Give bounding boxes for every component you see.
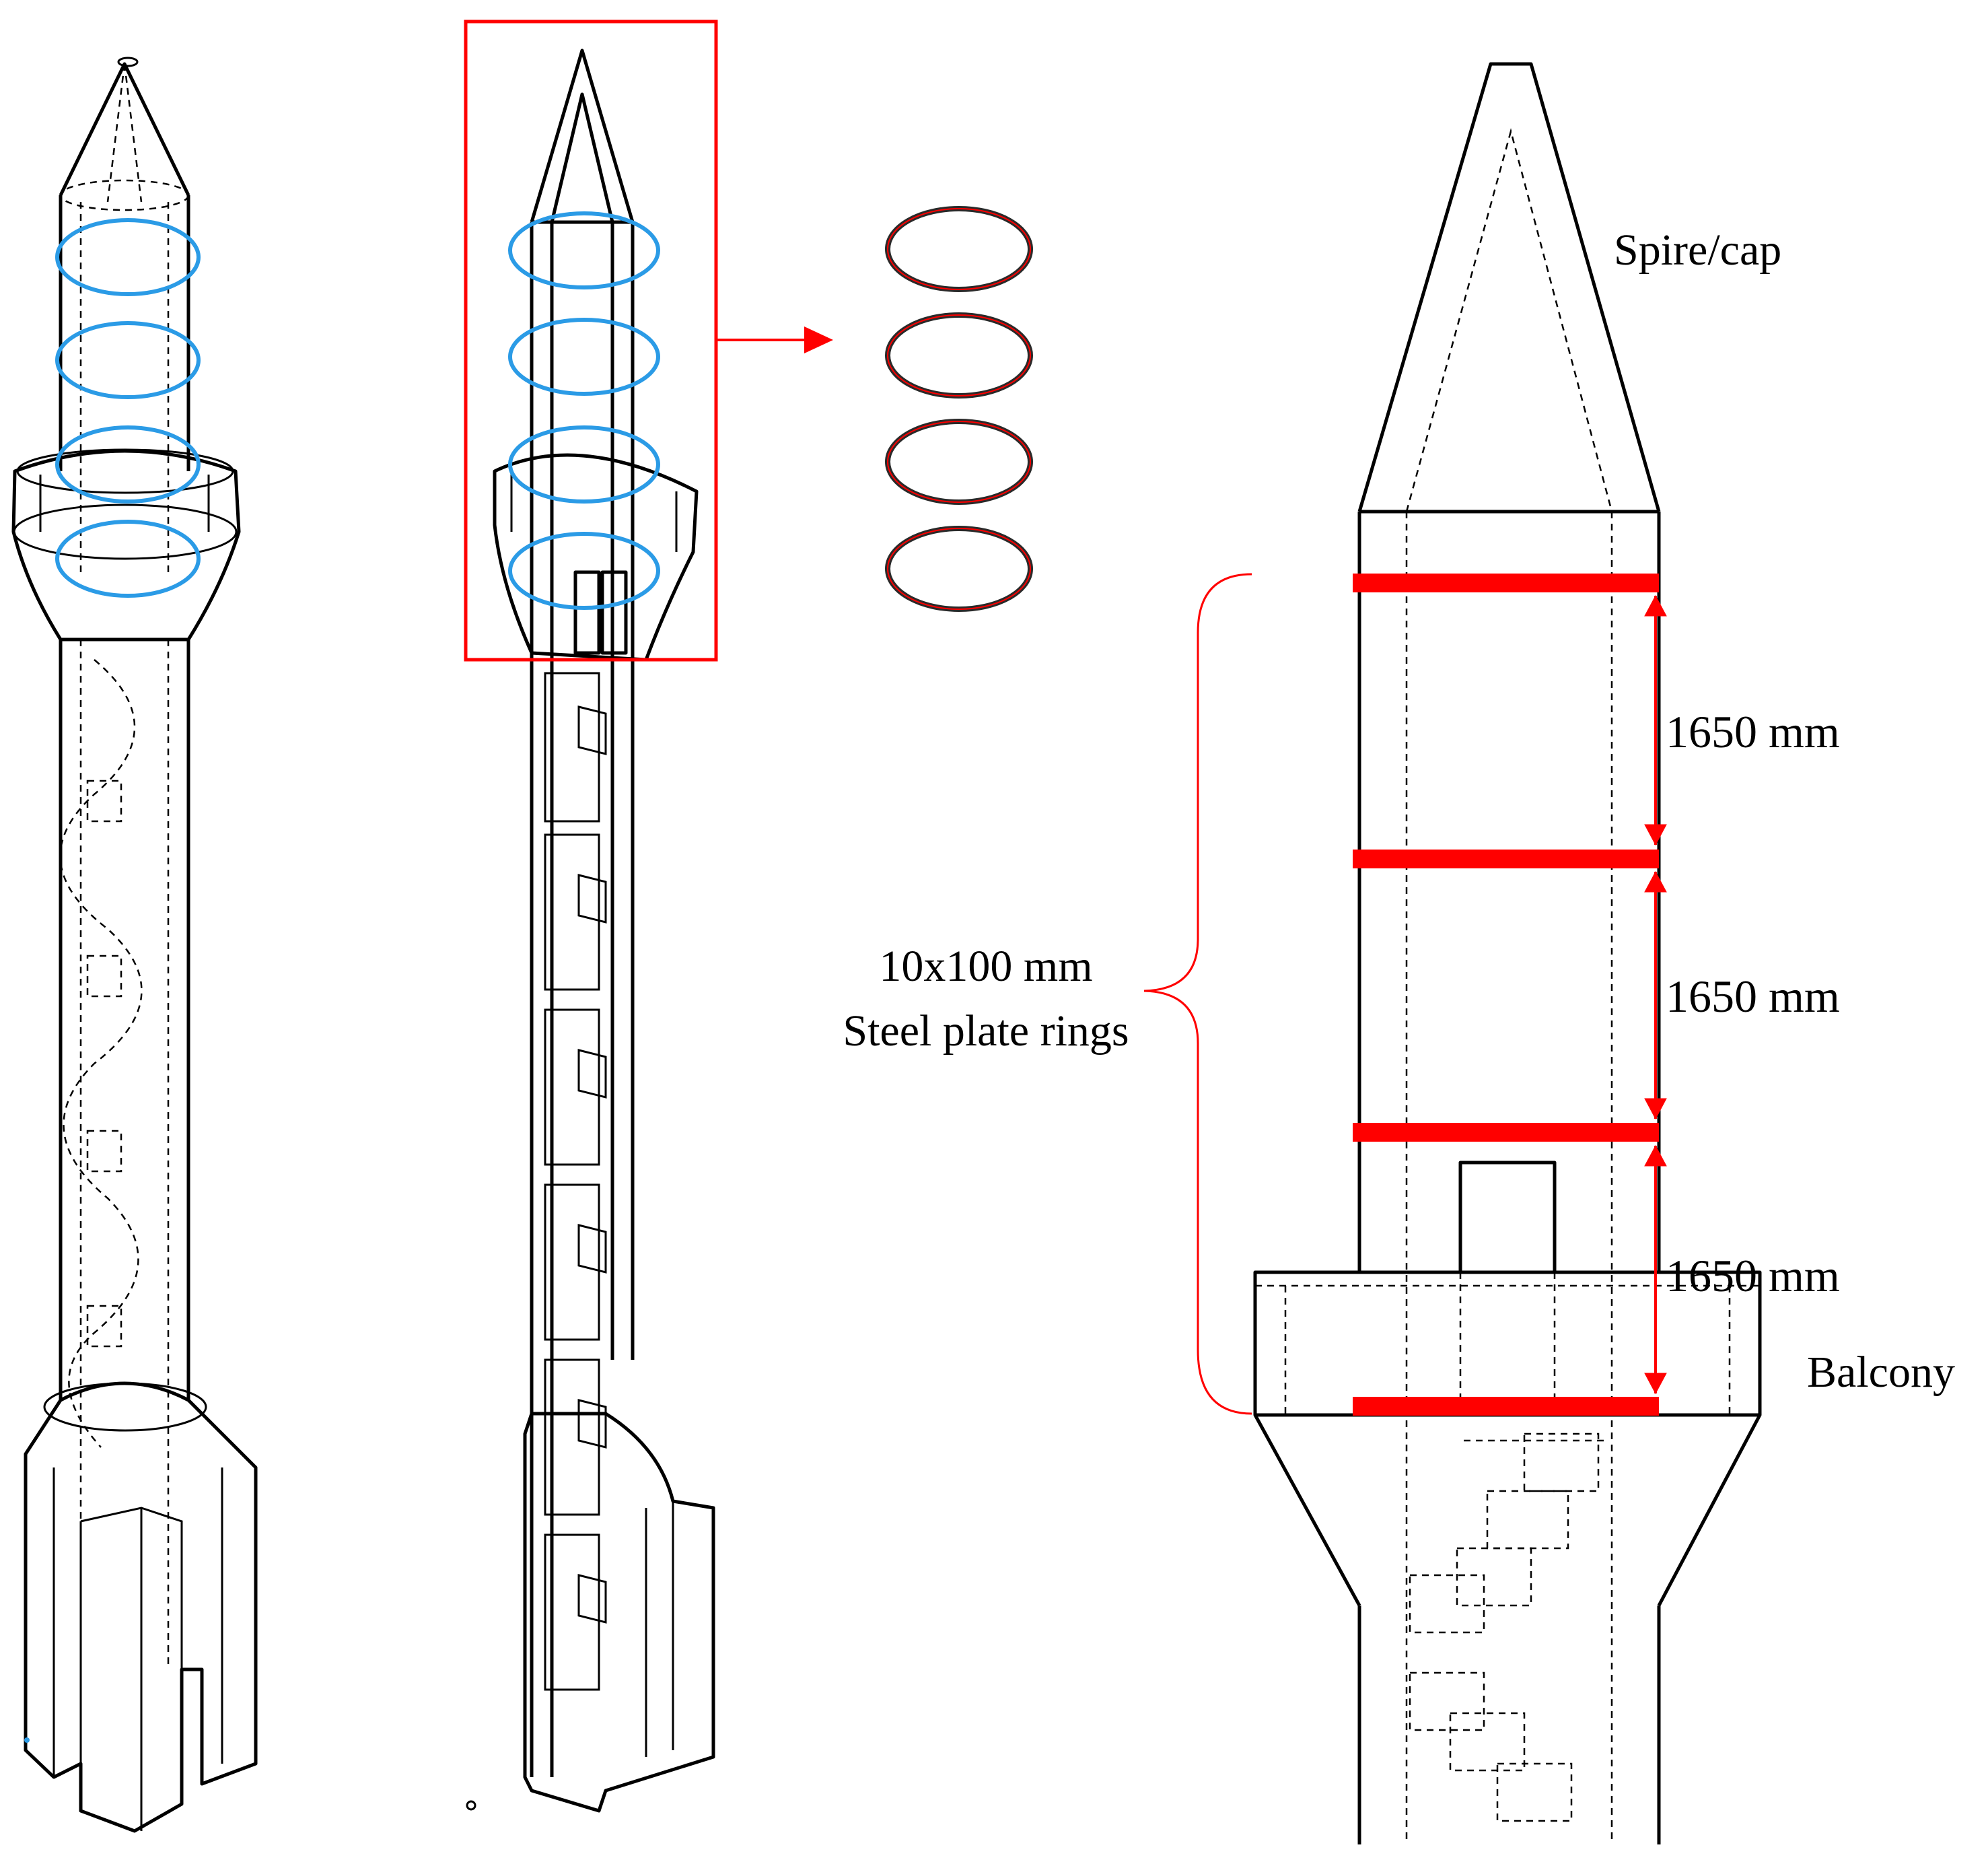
left-ring-1 [55, 218, 201, 296]
left-ring-2 [55, 321, 201, 399]
spire-label: Spire/cap [1614, 226, 1781, 275]
spacing-label-3: 1650 mm [1666, 1250, 1840, 1301]
ring-size-label: 10x100 mm [879, 942, 1092, 991]
door-opening [1458, 1161, 1557, 1274]
spire-outline [1357, 62, 1661, 512]
ring-material-label: Steel plate rings [843, 1006, 1129, 1056]
middle-ring-2 [508, 318, 660, 396]
left-minaret-isometric [11, 57, 258, 1833]
right-elevation [1143, 62, 1762, 1844]
steel-ring-4 [1353, 1397, 1659, 1416]
spacing-label-1: 1650 mm [1666, 706, 1840, 757]
left-ring-4 [55, 520, 201, 598]
steel-ring-3 [1353, 1123, 1659, 1142]
extracted-ring-3 [885, 419, 1033, 505]
balcony-label: Balcony [1807, 1348, 1955, 1397]
extracted-ring-1 [885, 206, 1033, 292]
highlight-box [464, 20, 718, 662]
ring-group-bracket [1143, 573, 1252, 1415]
spacing-label-2: 1650 mm [1666, 971, 1840, 1022]
extracted-ring-2 [885, 312, 1033, 399]
left-ring-3 [55, 425, 201, 504]
dimension-arrows [1644, 594, 1667, 1395]
middle-minaret-cutaway [464, 20, 833, 1813]
middle-ring-3 [508, 425, 660, 504]
extracted-rings [885, 206, 1033, 612]
middle-ring-4 [508, 532, 660, 610]
middle-ring-1 [508, 211, 660, 289]
steel-ring-2 [1353, 850, 1659, 868]
steel-ring-1 [1353, 574, 1659, 592]
extracted-ring-4 [885, 526, 1033, 612]
